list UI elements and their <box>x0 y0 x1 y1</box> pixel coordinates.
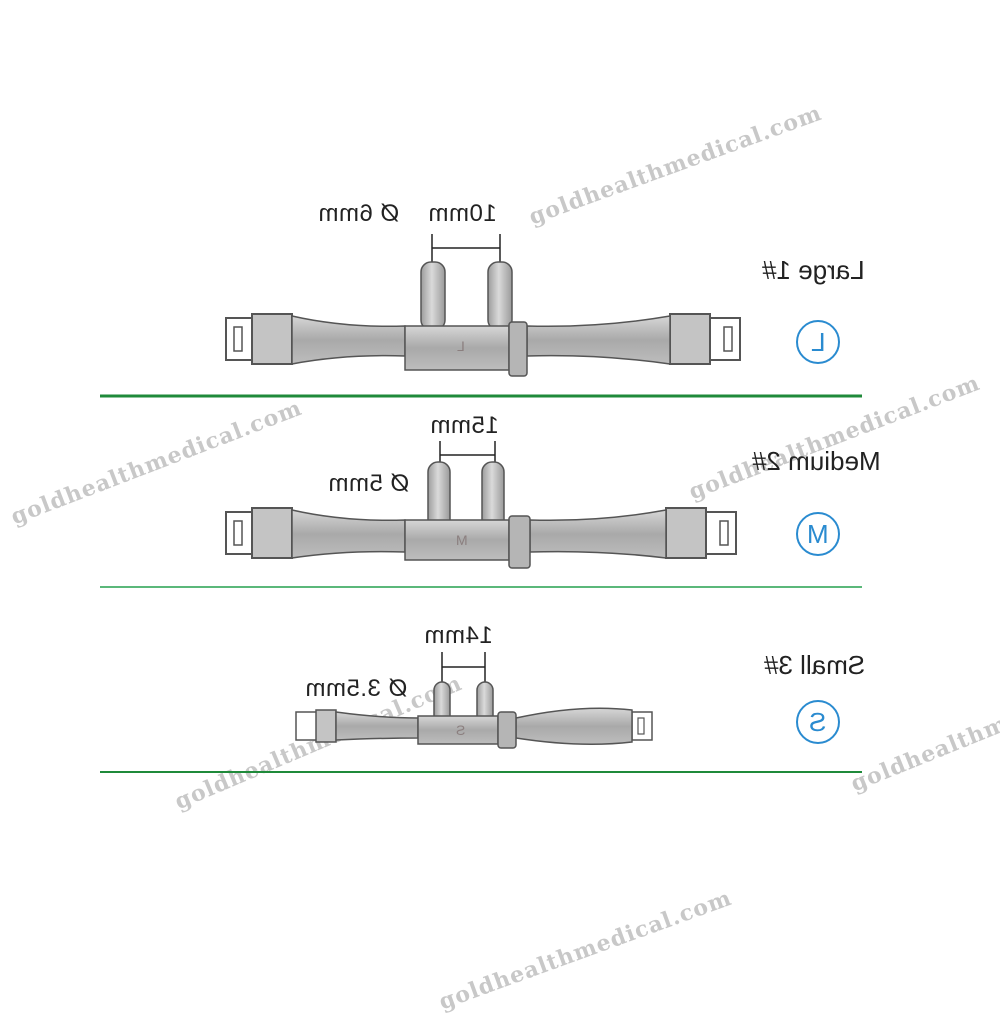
dim-spacing-small: 14mm <box>424 622 493 649</box>
size-label-medium: Medium 2# <box>752 446 881 476</box>
size-badge-medium: M <box>796 512 840 556</box>
size-badge-large: L <box>796 320 840 364</box>
size-badge-small: S <box>796 700 840 744</box>
cannula-large <box>225 234 741 377</box>
embossed-letter-small: S <box>456 722 466 738</box>
dim-spacing-large: 10mm <box>428 200 497 227</box>
size-label-large: Large 1# <box>762 255 865 285</box>
embossed-letter-large: L <box>457 338 465 354</box>
dim-diameter-large: Ø 6mm <box>318 200 400 227</box>
cannula-small <box>295 652 653 749</box>
dim-diameter-small: Ø 3.5mm <box>305 675 408 702</box>
dim-diameter-medium: Ø 5mm <box>328 470 410 497</box>
embossed-letter-medium: M <box>456 532 468 548</box>
size-label-small: Small 3# <box>764 650 866 680</box>
cannula-medium <box>225 441 737 569</box>
dim-spacing-medium: 15mm <box>430 412 499 439</box>
